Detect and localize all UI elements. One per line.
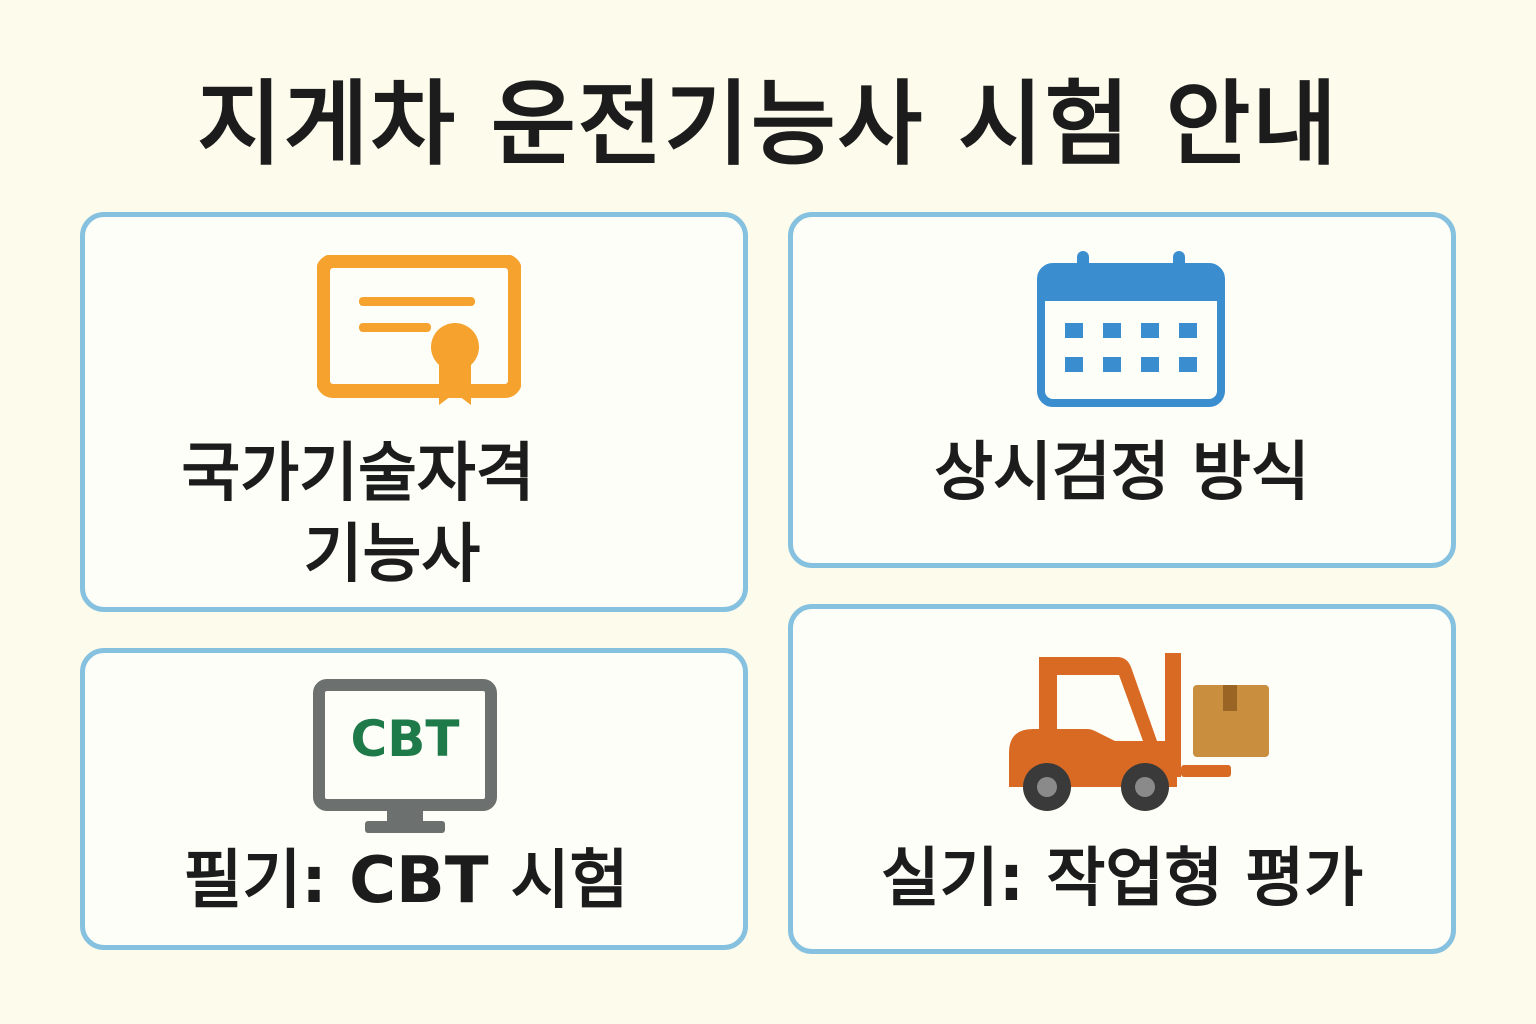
certification-label-line2: 기능사	[303, 518, 481, 592]
schedule-label: 상시검정 방식	[934, 436, 1310, 510]
certification-card: 국가기술자격 기능사	[80, 212, 748, 612]
written-exam-card: CBT 필기: CBT 시험	[80, 648, 748, 950]
certificate-icon	[317, 255, 521, 405]
cbt-screen-text: CBT	[350, 710, 460, 768]
schedule-card: 상시검정 방식	[788, 212, 1456, 568]
calendar-icon	[1037, 251, 1225, 407]
page-title: 지게차 운전기능사 시험 안내	[197, 71, 1339, 178]
practical-exam-card: 실기: 작업형 평가	[788, 604, 1456, 954]
written-exam-label: 필기: CBT 시험	[183, 844, 629, 918]
certification-label-line1: 국가기술자격	[181, 437, 535, 511]
computer-monitor-icon: CBT	[313, 679, 497, 839]
forklift-icon	[1009, 653, 1269, 811]
practical-exam-label: 실기: 작업형 평가	[880, 842, 1364, 916]
